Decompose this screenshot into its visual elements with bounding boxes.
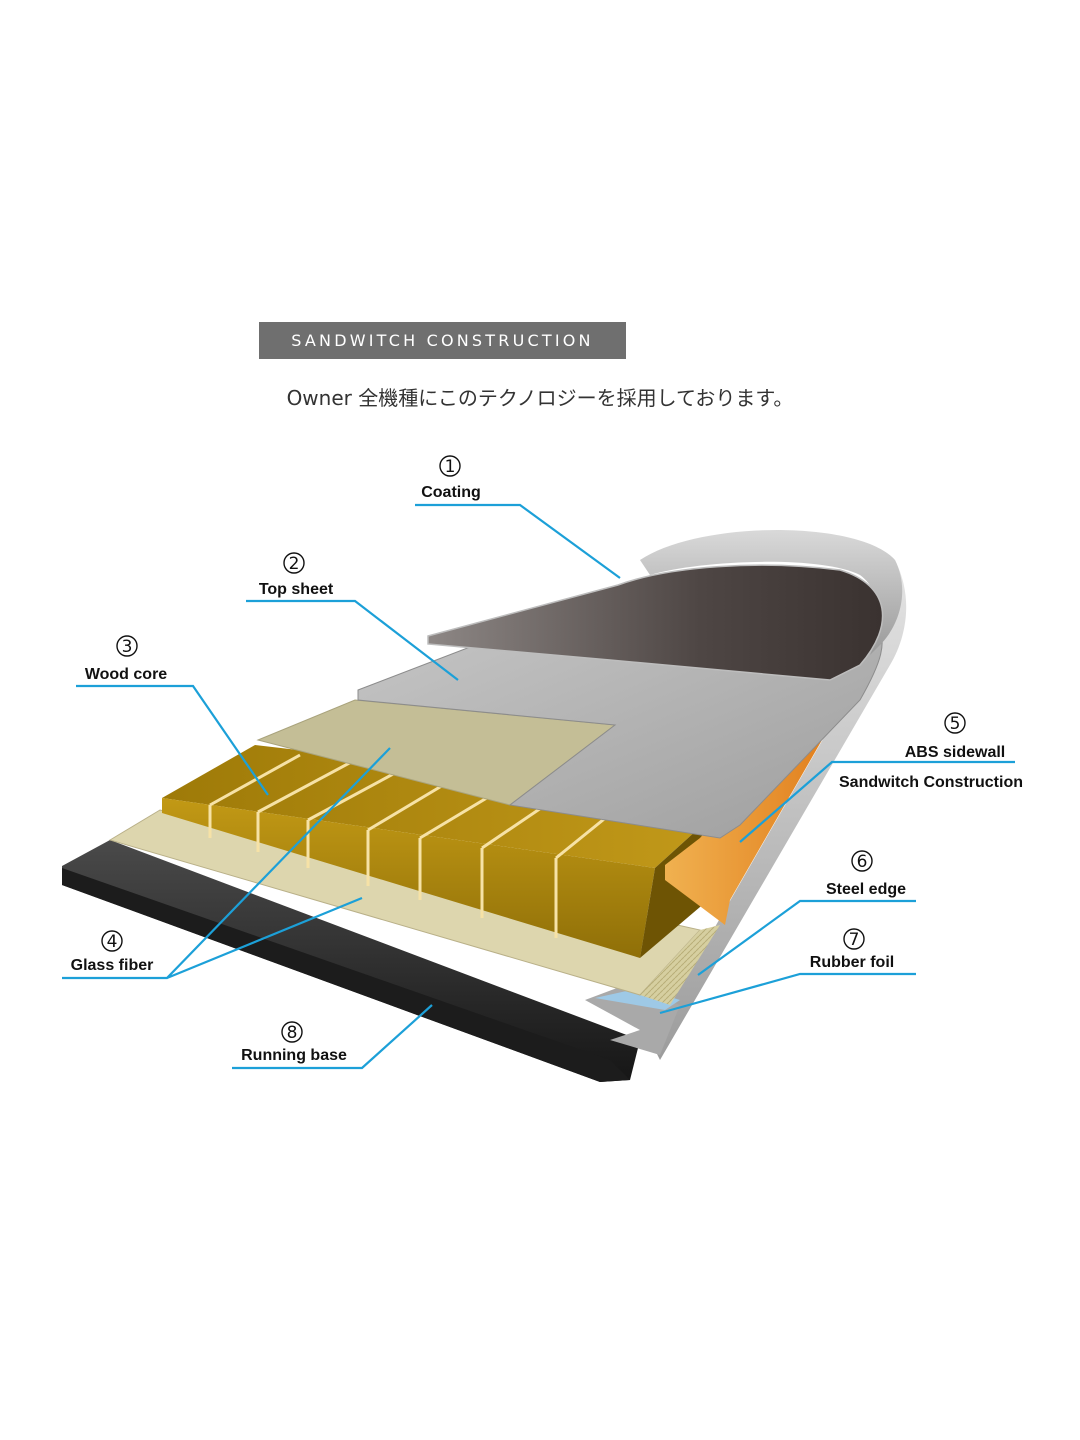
svg-text:7: 7 bbox=[849, 930, 860, 950]
leader-top-sheet bbox=[246, 599, 459, 681]
leader-lines bbox=[62, 503, 1015, 1070]
section-subtitle: Owner 全機種にこのテクノロジーを採用しております。 bbox=[286, 386, 794, 410]
svg-text:2: 2 bbox=[289, 554, 300, 574]
svg-text:4: 4 bbox=[107, 932, 118, 952]
coating-shell bbox=[640, 530, 903, 655]
svg-text:8: 8 bbox=[287, 1023, 298, 1043]
leader-wood-core bbox=[76, 684, 269, 796]
callout-number-8: 8 bbox=[281, 1021, 303, 1043]
callout-number-6: 6 bbox=[851, 850, 873, 872]
label-wood-core: Wood core bbox=[85, 666, 167, 683]
wood-core-top bbox=[162, 745, 730, 868]
label-running-base: Running base bbox=[241, 1047, 347, 1064]
label-rubber-foil: Rubber foil bbox=[810, 954, 894, 971]
glass-fiber-edge bbox=[640, 925, 720, 1005]
callout-number-5: 5 bbox=[944, 712, 966, 734]
callout-number-3: 3 bbox=[116, 635, 138, 657]
svg-text:1: 1 bbox=[445, 457, 456, 477]
callout-numbers: 1 2 3 4 5 6 7 8 bbox=[101, 455, 966, 1043]
callout-labels: Coating Top sheet Wood core Glass fiber … bbox=[71, 484, 1023, 1064]
section-title: SANDWITCH CONSTRUCTION bbox=[259, 322, 626, 359]
label-sandwitch-construction: Sandwitch Construction bbox=[839, 774, 1023, 791]
leader-glass-fiber bbox=[62, 747, 391, 980]
callout-number-7: 7 bbox=[843, 928, 865, 950]
coating-layer bbox=[427, 564, 884, 681]
running-base-front bbox=[62, 868, 630, 1082]
svg-text:3: 3 bbox=[122, 637, 133, 657]
board-side-shell bbox=[650, 560, 907, 1060]
rubber-foil-layer bbox=[595, 988, 680, 1010]
svg-text:5: 5 bbox=[950, 714, 961, 734]
label-glass-fiber: Glass fiber bbox=[71, 957, 154, 974]
label-abs-sidewall: ABS sidewall bbox=[905, 744, 1005, 761]
leader-running-base bbox=[232, 1004, 433, 1070]
label-top-sheet: Top sheet bbox=[259, 581, 334, 598]
label-coating: Coating bbox=[421, 484, 481, 501]
svg-text:6: 6 bbox=[857, 852, 868, 872]
callout-number-4: 4 bbox=[101, 930, 123, 952]
leader-abs-sidewall bbox=[739, 760, 1015, 843]
label-steel-edge: Steel edge bbox=[826, 881, 906, 898]
callout-number-2: 2 bbox=[283, 552, 305, 574]
callout-number-1: 1 bbox=[439, 455, 461, 477]
leader-steel-edge bbox=[697, 899, 916, 976]
wood-core-front bbox=[162, 798, 655, 958]
leader-rubber-foil bbox=[659, 972, 916, 1015]
leader-coating bbox=[415, 503, 621, 579]
